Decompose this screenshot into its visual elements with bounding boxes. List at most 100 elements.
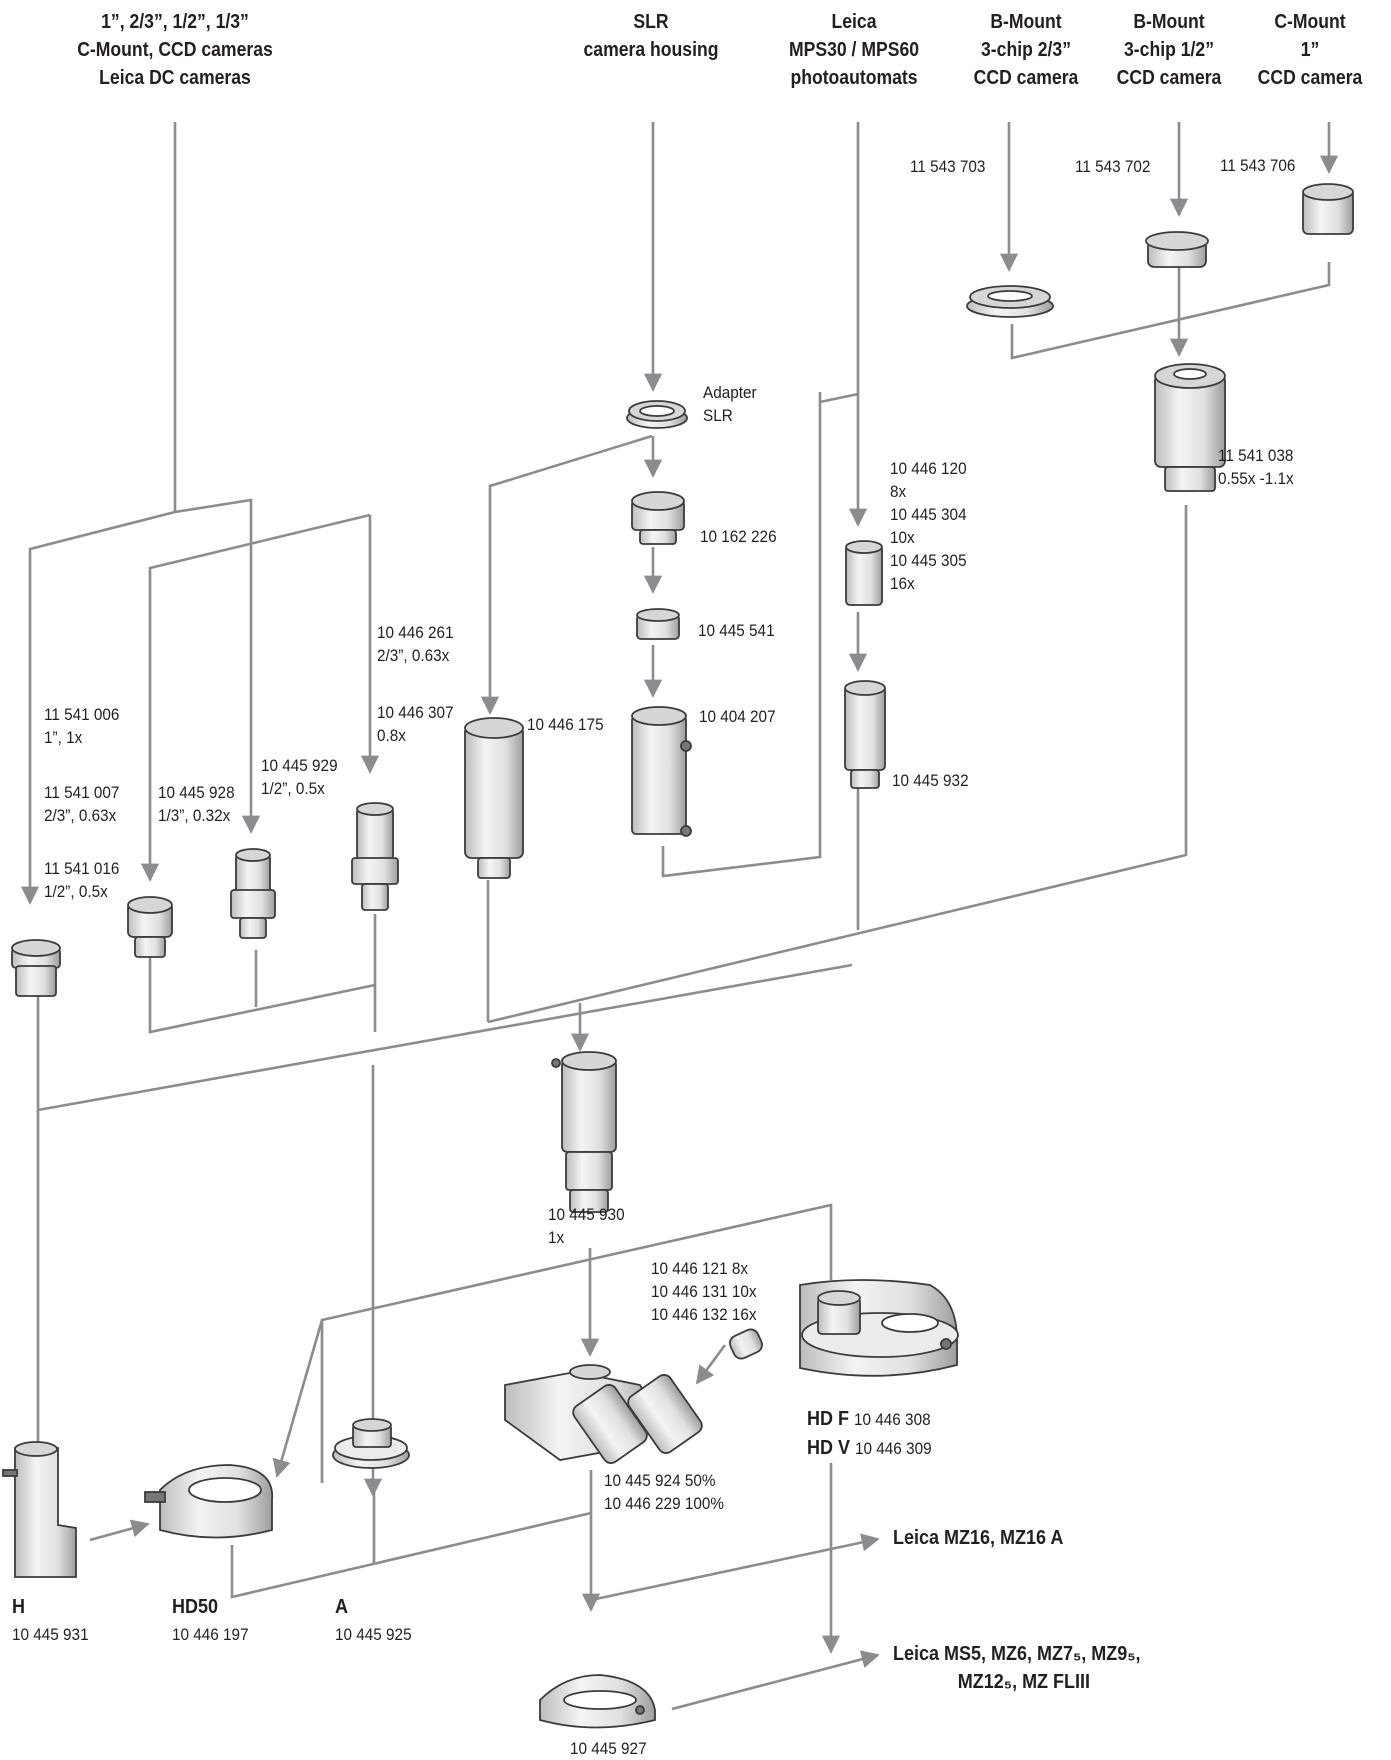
label-11543703: 11 543 703 xyxy=(910,155,985,178)
label-line: 10 445 929 xyxy=(261,754,338,777)
eyepiece-part xyxy=(727,1327,764,1361)
label-line: 1”, 1x xyxy=(44,726,119,749)
hd-f-hd-v-part xyxy=(800,1280,958,1376)
a-part xyxy=(333,1419,409,1468)
label-line: 2/3”, 0.63x xyxy=(377,644,454,667)
header-mps: Leica MPS30 / MPS60 photoautomats xyxy=(789,8,919,92)
label-number: 10 445 925 xyxy=(335,1621,412,1649)
header-line: MPS30 / MPS60 xyxy=(789,36,919,64)
header-line: SLR xyxy=(584,8,719,36)
label-line: Adapter xyxy=(703,381,757,404)
label-line: 1/2”, 0.5x xyxy=(261,777,338,800)
label-10445929: 10 445 929 1/2”, 0.5x xyxy=(261,754,338,800)
label-number: 10 446 309 xyxy=(855,1439,932,1458)
label-line: 10 446 261 xyxy=(377,621,454,644)
label-line: 11 541 038 xyxy=(1218,444,1294,467)
label-a: A 10 445 925 xyxy=(335,1593,412,1649)
label-line: 0.8x xyxy=(377,724,454,747)
label-11543702: 11 543 702 xyxy=(1075,155,1150,178)
label-10445541: 10 445 541 xyxy=(698,619,775,642)
slr-tube-part xyxy=(632,492,684,544)
label-hd-v: HD V 10 446 309 xyxy=(807,1434,932,1463)
header-line: C-Mount xyxy=(1258,8,1363,36)
label-line: 1/2”, 0.5x xyxy=(44,880,119,903)
header-line: 1”, 2/3”, 1/2”, 1/3” xyxy=(77,8,273,36)
label-line: 8x xyxy=(890,480,967,503)
label-code: HD V xyxy=(807,1437,850,1459)
label-11541006: 11 541 006 1”, 1x xyxy=(44,703,119,749)
header-line: Leica xyxy=(789,8,919,36)
header-line: 1” xyxy=(1258,36,1363,64)
label-line: 10x xyxy=(890,526,967,549)
label-line: 10 446 229 100% xyxy=(604,1492,724,1515)
label-line: 0.55x -1.1x xyxy=(1218,467,1294,490)
header-line: CCD camera xyxy=(974,64,1079,92)
label-eyepieces: 10 446 121 8x 10 446 131 10x 10 446 132 … xyxy=(651,1257,756,1326)
label-line: 10 445 305 xyxy=(890,549,967,572)
label-line: 10 445 304 xyxy=(890,503,967,526)
label-ms5-group: Leica MS5, MZ6, MZ7₅, MZ9₅, MZ12₅, MZ FL… xyxy=(893,1640,1141,1696)
header-bmount-23: B-Mount 3-chip 2/3” CCD camera xyxy=(974,8,1079,92)
header-line: B-Mount xyxy=(974,8,1079,36)
label-line: 11 541 006 xyxy=(44,703,119,726)
c-mount-05x-part xyxy=(352,803,398,910)
label-line: 16x xyxy=(890,572,967,595)
label-10162226: 10 162 226 xyxy=(700,525,777,548)
label-line: 11 541 016 xyxy=(44,857,119,880)
label-11541007: 11 541 007 2/3”, 0.63x xyxy=(44,781,119,827)
mps-eyepiece-part xyxy=(846,541,882,605)
label-line: 10 445 924 50% xyxy=(604,1469,724,1492)
zoom-adapter-part xyxy=(1155,364,1225,491)
header-bmount-12: B-Mount 3-chip 1/2” CCD camera xyxy=(1117,8,1222,92)
header-cmount-1: C-Mount 1” CCD camera xyxy=(1258,8,1363,92)
label-line: 2/3”, 0.63x xyxy=(44,804,119,827)
label-line: MZ12₅, MZ FLIII xyxy=(893,1668,1141,1696)
c-mount-adapter-part xyxy=(1303,184,1353,234)
label-code: HD F xyxy=(807,1408,849,1430)
label-line: 10 446 120 xyxy=(890,457,967,480)
hd50-part xyxy=(145,1465,272,1538)
label-11541038: 11 541 038 0.55x -1.1x xyxy=(1218,444,1294,490)
c-mount-1x-part xyxy=(12,940,60,996)
label-10446175: 10 446 175 xyxy=(527,713,604,736)
label-code: HD50 xyxy=(172,1593,249,1621)
label-line: 10 446 131 10x xyxy=(651,1280,756,1303)
label-line: 11 541 007 xyxy=(44,781,119,804)
header-slr: SLR camera housing xyxy=(584,8,719,64)
label-line: 1/3”, 0.32x xyxy=(158,804,235,827)
b-mount-12-adapter-part xyxy=(1146,232,1208,267)
header-line: Leica DC cameras xyxy=(77,64,273,92)
label-code: A xyxy=(335,1593,412,1621)
tv-tube-part xyxy=(465,718,523,878)
label-mz16: Leica MZ16, MZ16 A xyxy=(893,1524,1063,1552)
label-trinocular: 10 445 924 50% 10 446 229 100% xyxy=(604,1469,724,1515)
label-10446307: 10 446 307 0.8x xyxy=(377,701,454,747)
header-line: photoautomats xyxy=(789,64,919,92)
label-10446261: 10 446 261 2/3”, 0.63x xyxy=(377,621,454,667)
label-line: 10 446 132 16x xyxy=(651,1303,756,1326)
b-mount-23-adapter-part xyxy=(967,286,1053,317)
header-line: 3-chip 2/3” xyxy=(974,36,1079,64)
base-plate-part xyxy=(540,1675,655,1728)
label-mps-eyepieces: 10 446 120 8x 10 445 304 10x 10 445 305 … xyxy=(890,457,967,595)
label-hd-f: HD F 10 446 308 xyxy=(807,1405,931,1434)
slr-photo-tube-part xyxy=(632,707,691,836)
label-10445927: 10 445 927 xyxy=(570,1737,647,1760)
label-10404207: 10 404 207 xyxy=(699,705,776,728)
label-10445928: 10 445 928 1/3”, 0.32x xyxy=(158,781,235,827)
header-line: CCD camera xyxy=(1258,64,1363,92)
label-h: H 10 445 931 xyxy=(12,1593,89,1649)
label-10445932: 10 445 932 xyxy=(892,769,969,792)
label-adapter-slr: Adapter SLR xyxy=(703,381,757,427)
label-number: 10 446 197 xyxy=(172,1621,249,1649)
c-mount-032x-part xyxy=(231,849,275,938)
header-line: C-Mount, CCD cameras xyxy=(77,36,273,64)
label-line: 10 446 307 xyxy=(377,701,454,724)
label-line: SLR xyxy=(703,404,757,427)
header-line: CCD camera xyxy=(1117,64,1222,92)
label-11543706: 11 543 706 xyxy=(1220,154,1295,177)
slr-ring-part xyxy=(637,609,679,639)
mps-tube-part xyxy=(845,681,885,788)
label-code: H xyxy=(12,1593,89,1621)
label-10445930: 10 445 930 1x xyxy=(548,1203,625,1249)
